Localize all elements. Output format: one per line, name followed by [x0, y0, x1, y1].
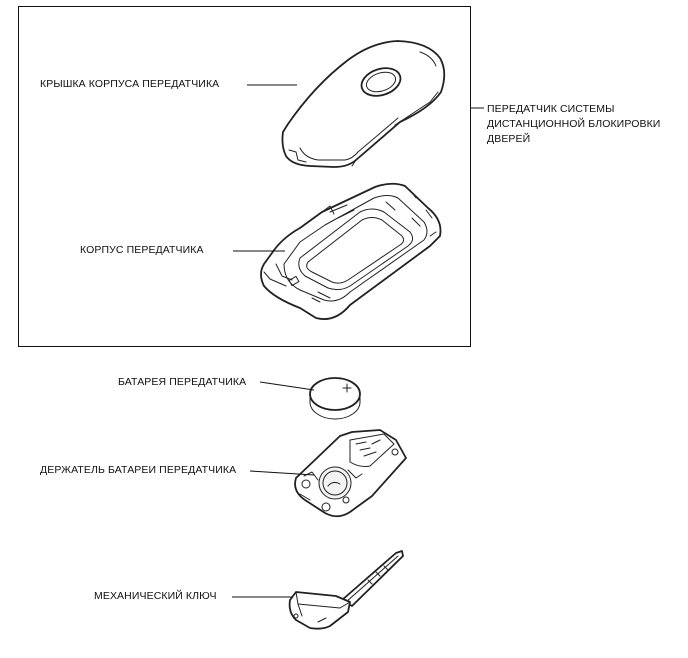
label-transmitter-cover: КРЫШКА КОРПУСА ПЕРЕДАТЧИКА	[40, 78, 220, 90]
transmitter-cover-shape	[281, 40, 446, 168]
battery-shape	[309, 377, 361, 420]
transmitter-case-shape	[260, 182, 442, 320]
label-transmitter-case: КОРПУС ПЕРЕДАТЧИКА	[80, 244, 204, 256]
assembly-frame	[18, 6, 471, 347]
battery-leader-line	[259, 381, 315, 391]
label-transmitter-assembly-line2: ДИСТАНЦИОННОЙ БЛОКИРОВКИ	[487, 118, 661, 130]
label-mechanical-key: МЕХАНИЧЕСКИЙ КЛЮЧ	[94, 590, 217, 602]
label-transmitter-assembly-line1: ПЕРЕДАТЧИК СИСТЕМЫ	[487, 103, 615, 115]
mechanical-key-shape	[288, 550, 404, 630]
battery-holder-shape	[294, 429, 407, 518]
label-battery-holder: ДЕРЖАТЕЛЬ БАТАРЕИ ПЕРЕДАТЧИКА	[40, 464, 237, 476]
label-battery: БАТАРЕЯ ПЕРЕДАТЧИКА	[118, 376, 247, 388]
label-transmitter-assembly-line3: ДВЕРЕЙ	[487, 133, 531, 145]
battery-holder-leader-line	[249, 470, 315, 476]
